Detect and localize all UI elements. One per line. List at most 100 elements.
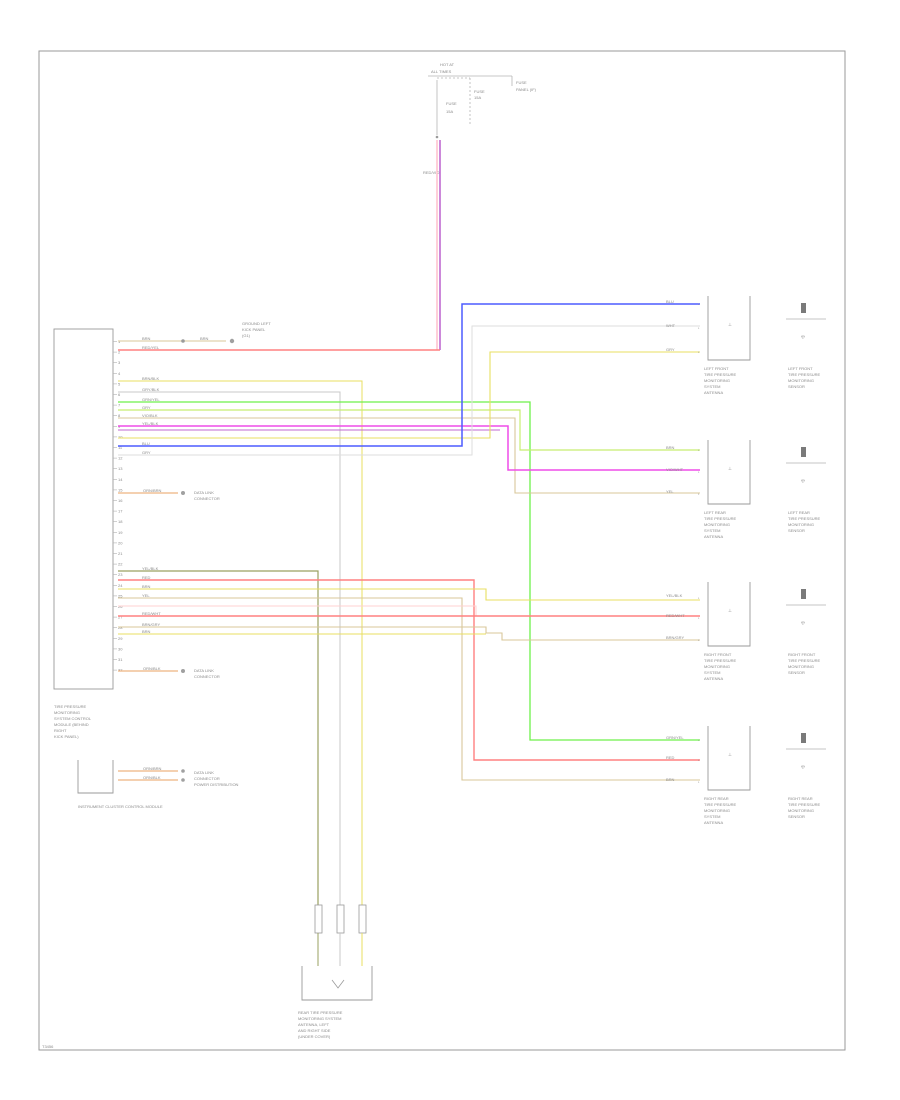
svg-text:AND RIGHT SIDE: AND RIGHT SIDE — [298, 1028, 331, 1033]
module-pin-number: 12 — [118, 456, 123, 461]
svg-text:DATA LINK: DATA LINK — [194, 668, 214, 673]
svg-text:FUSE: FUSE — [516, 80, 527, 85]
sensor-label: TIRE PRESSURE — [788, 802, 821, 807]
sensor-label: SENSOR — [788, 670, 805, 675]
module-bus-wires — [118, 303, 700, 905]
sensor-label: SENSOR — [788, 528, 805, 533]
sensor-battery-icon — [801, 447, 806, 457]
svg-text:CONNECTOR: CONNECTOR — [194, 776, 220, 781]
sensor-label: TIRE PRESSURE — [788, 658, 821, 663]
data-link-connector-top: ORN/BRN DATA LINK CONNECTOR — [118, 488, 220, 501]
module-wire-color: YEL — [142, 593, 150, 598]
antenna-receiver-icon: ⊥ — [728, 322, 732, 327]
module-wire-color: BRN/GRY — [142, 622, 160, 627]
svg-text:15A: 15A — [446, 109, 453, 114]
module-pin-number: 21 — [118, 551, 123, 556]
antenna-receiver-label: MONITORING — [704, 522, 730, 527]
sensor-wire-color: BRN — [666, 445, 675, 450]
module-wire-color: VIO/BLK — [142, 413, 158, 418]
module-wire-color: GRY/BLK — [142, 387, 160, 392]
svg-text:MONITORING: MONITORING — [54, 710, 80, 715]
svg-text:DATA LINK: DATA LINK — [194, 770, 214, 775]
svg-text:TIRE PRESSURE: TIRE PRESSURE — [54, 704, 87, 709]
svg-text:KICK PANEL): KICK PANEL) — [54, 734, 79, 739]
sensor-wire-color: VIO/WHT — [666, 467, 684, 472]
module-wire-color: BRN/BLK — [142, 376, 159, 381]
sensor-wire-color: WHT — [666, 323, 676, 328]
svg-text:RED/YEL: RED/YEL — [142, 345, 160, 350]
module-pin-number: 4 — [118, 371, 121, 376]
module-pin-number: 16 — [118, 498, 123, 503]
antenna-receiver-label: TIRE PRESSURE — [704, 658, 737, 663]
svg-text:POWER DISTRIBUTION: POWER DISTRIBUTION — [194, 782, 239, 787]
antenna-receiver-label: MONITORING — [704, 378, 730, 383]
diagram-frame — [38, 50, 846, 1051]
svg-text:ALL TIMES: ALL TIMES — [431, 69, 452, 74]
svg-text:GROUND LEFT: GROUND LEFT — [242, 321, 271, 326]
antenna-receiver-label: LEFT FRONT — [704, 366, 729, 371]
sensor-wire-color: BRN/GRY — [666, 635, 684, 640]
instrument-cluster: ORN/BRN ORN/BLK DATA LINK CONNECTOR POWE… — [77, 760, 239, 809]
sensor-label: LEFT FRONT — [788, 366, 813, 371]
pin-arrow-icon: › — [698, 492, 700, 497]
svg-text:(UNDER COVER): (UNDER COVER) — [298, 1034, 331, 1039]
module-pin-number: 31 — [118, 657, 123, 662]
module-pin-number: 25 — [118, 593, 123, 598]
module-pin-number: 8 — [118, 413, 121, 418]
module-pin-number: 28 — [118, 625, 123, 630]
svg-text:REAR TIRE PRESSURE: REAR TIRE PRESSURE — [298, 1010, 343, 1015]
antenna-receiver-label: ANTENNA — [704, 390, 723, 395]
module-wire-color: YEL/BLK — [142, 566, 159, 571]
svg-text:CONNECTOR: CONNECTOR — [194, 674, 220, 679]
figure-id: T3456 — [42, 1044, 54, 1049]
pin-arrow-icon: › — [698, 616, 700, 621]
module-pin-number: 15 — [118, 487, 123, 492]
module-wire-color: YEL/BLK — [142, 421, 159, 426]
sensor-label: RIGHT FRONT — [788, 652, 816, 657]
sensor-wire-color: RED — [666, 755, 675, 760]
module-pin-number: 29 — [118, 636, 123, 641]
antenna-receiver-label: SYSTEM — [704, 384, 720, 389]
module-pin-number: 17 — [118, 509, 123, 514]
module-pin-number: 11 — [118, 445, 123, 450]
antenna-receiver-icon: ⊥ — [728, 466, 732, 471]
sensor-label: TIRE PRESSURE — [788, 516, 821, 521]
antenna-receiver-label: SYSTEM — [704, 814, 720, 819]
module-wire-color: BRN — [142, 584, 151, 589]
pin-arrow-icon: › — [698, 302, 700, 307]
module-wire-color: RED — [142, 575, 151, 580]
svg-text:HOT AT: HOT AT — [440, 62, 455, 67]
svg-text:CONNECTOR: CONNECTOR — [194, 496, 220, 501]
module-wire-labels: BRN/BLKGRY/BLKGRN/YELGRYVIO/BLKYEL/BLKBL… — [142, 376, 161, 634]
sensor-label: LEFT REAR — [788, 510, 810, 515]
antenna-receiver-label: LEFT REAR — [704, 510, 726, 515]
antenna-receiver-label: MONITORING — [704, 808, 730, 813]
antenna-receiver-label: SYSTEM — [704, 528, 720, 533]
module-pin-number: 18 — [118, 519, 123, 524]
svg-text:PANEL (IF): PANEL (IF) — [516, 87, 537, 92]
module-pin-number: 14 — [118, 477, 123, 482]
svg-text:ANTENNA, LEFT: ANTENNA, LEFT — [298, 1022, 330, 1027]
sensor-label: RIGHT REAR — [788, 796, 813, 801]
sensor-wire-color: BRN — [666, 777, 675, 782]
module-pin-number: 13 — [118, 466, 123, 471]
svg-text:INSTRUMENT CLUSTER CONTROL MOD: INSTRUMENT CLUSTER CONTROL MODULE — [78, 804, 163, 809]
svg-text:ORN/BRN: ORN/BRN — [143, 488, 162, 493]
antenna-receiver-label: ANTENNA — [704, 534, 723, 539]
module-wire-color: GRN/YEL — [142, 397, 160, 402]
module-power-ground: BRN BRN GROUND LEFT KICK PANEL (G1) RED/… — [118, 321, 440, 351]
antenna-receiver — [707, 726, 751, 791]
module-wire-color: GRY — [142, 405, 151, 410]
pin-arrow-icon: › — [698, 326, 700, 331]
svg-text:RED/VIO: RED/VIO — [423, 170, 439, 175]
sensor-wire-color: RED/WHT — [666, 613, 685, 618]
svg-text:ORN/BLK: ORN/BLK — [143, 666, 161, 671]
svg-text:15A: 15A — [474, 95, 481, 100]
pin-arrow-icon: › — [698, 638, 700, 643]
module-pin-number: 24 — [118, 583, 123, 588]
pin-arrow-icon: › — [698, 780, 700, 785]
